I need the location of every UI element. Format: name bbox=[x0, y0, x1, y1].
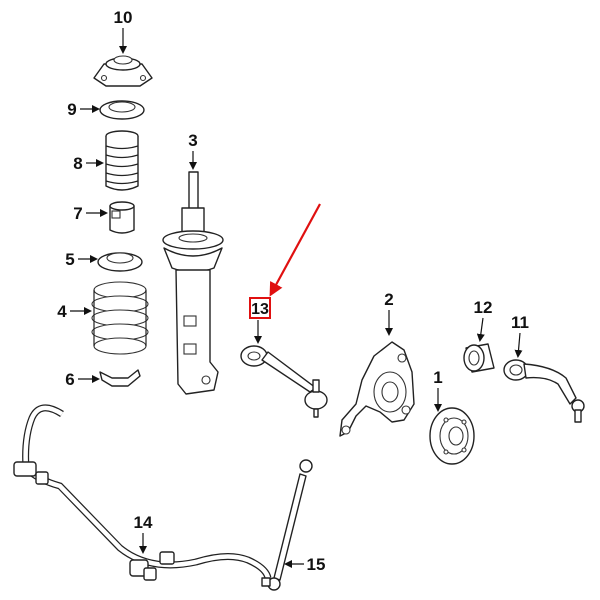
leader-11 bbox=[514, 332, 523, 358]
callout-11: 11 bbox=[511, 313, 529, 332]
stabilizer-link bbox=[261, 459, 313, 591]
callout-10: 10 bbox=[114, 8, 133, 27]
callout-5: 5 bbox=[65, 250, 74, 269]
callout-9: 9 bbox=[67, 100, 76, 119]
spring-lower-pad bbox=[97, 252, 143, 272]
dust-boot bbox=[105, 130, 139, 191]
strut-assembly bbox=[162, 171, 224, 395]
rear-control-arm bbox=[503, 359, 585, 423]
callout-13: 13 bbox=[251, 301, 269, 318]
bump-stop bbox=[109, 201, 135, 234]
wheel-hub bbox=[429, 407, 475, 465]
callout-2: 2 bbox=[384, 290, 393, 309]
red-pointer-arrow bbox=[269, 203, 321, 297]
control-arm-bushing bbox=[463, 343, 495, 373]
front-control-arm bbox=[240, 345, 328, 418]
strut-top-mount bbox=[93, 55, 153, 87]
highlight-box-13 bbox=[249, 297, 271, 319]
callout-12: 12 bbox=[474, 298, 493, 317]
leader-12 bbox=[476, 317, 485, 342]
callout-15: 15 bbox=[307, 555, 326, 574]
spring-upper-seat bbox=[99, 100, 145, 120]
coil-spring bbox=[91, 281, 149, 355]
callout-8: 8 bbox=[73, 154, 82, 173]
callout-1: 1 bbox=[433, 368, 442, 387]
spring-lower-seat bbox=[99, 369, 141, 387]
callout-4: 4 bbox=[57, 302, 67, 321]
callout-6: 6 bbox=[65, 370, 74, 389]
callout-3: 3 bbox=[188, 131, 197, 150]
steering-knuckle bbox=[339, 341, 415, 437]
callout-14: 14 bbox=[134, 513, 153, 532]
stabilizer-bar bbox=[13, 404, 272, 581]
callout-7: 7 bbox=[73, 204, 82, 223]
